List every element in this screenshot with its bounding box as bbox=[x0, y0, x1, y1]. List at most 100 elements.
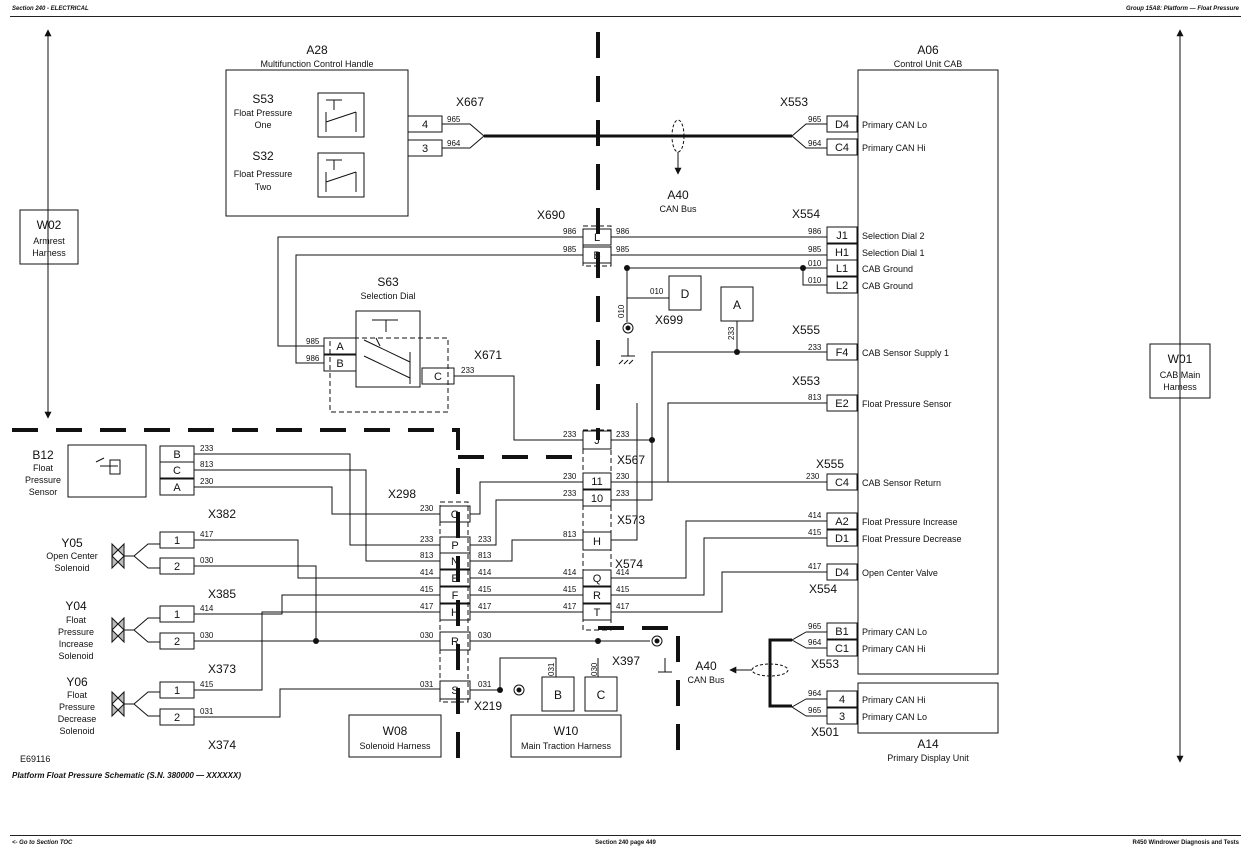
wire-233-b12: 233 bbox=[200, 444, 214, 453]
s53-ref: S53 bbox=[252, 92, 274, 106]
signal-cab-ground-1: CAB Ground bbox=[862, 264, 913, 274]
ref-b-label: B bbox=[554, 688, 562, 702]
wire-230-o: 230 bbox=[420, 504, 434, 513]
wire-813-b12: 813 bbox=[200, 460, 214, 469]
wire-964-x667: 964 bbox=[447, 139, 461, 148]
s32-desc2: Two bbox=[255, 182, 272, 192]
connector-x501: X501 bbox=[811, 725, 839, 739]
ref-c-label: C bbox=[597, 688, 606, 702]
s32-switch-symbol bbox=[325, 159, 357, 192]
wire-414-a2: 414 bbox=[808, 511, 822, 520]
signal-cab-ground-2: CAB Ground bbox=[862, 281, 913, 291]
x567-dashed-outline bbox=[582, 429, 612, 631]
pin-x574-q: Q bbox=[593, 573, 602, 585]
connector-x667: X667 bbox=[456, 95, 484, 109]
pin-x298-o: O bbox=[451, 509, 460, 521]
a40-top-desc: CAN Bus bbox=[659, 204, 697, 214]
wire-230-c4: 230 bbox=[806, 472, 820, 481]
wire-230-11-left: 230 bbox=[563, 472, 577, 481]
wire-414-e-right: 414 bbox=[478, 568, 492, 577]
wire-965-a06: 965 bbox=[808, 115, 822, 124]
pin-a06-l1: L1 bbox=[836, 263, 848, 275]
pin-b12-b: B bbox=[173, 449, 180, 461]
connector-x671: X671 bbox=[474, 348, 502, 362]
wire-230-11-right: 230 bbox=[616, 472, 630, 481]
wire-414-q-right: 414 bbox=[616, 568, 630, 577]
y06-coil-leads bbox=[124, 691, 160, 717]
pin-x667-3: 3 bbox=[422, 143, 428, 155]
y06-desc4: Solenoid bbox=[59, 726, 94, 736]
b12-sensor-symbol bbox=[95, 457, 121, 475]
signal-selection-dial-1: Selection Dial 1 bbox=[862, 248, 925, 258]
pin-a14-4: 4 bbox=[839, 694, 845, 706]
wire-986-right: 986 bbox=[616, 227, 630, 236]
s53-switch-box bbox=[317, 92, 365, 138]
signal-float-pressure-sensor: Float Pressure Sensor bbox=[862, 399, 952, 409]
pin-y04-1: 1 bbox=[174, 609, 180, 621]
page-header-section: Section 240 - ELECTRICAL bbox=[12, 6, 89, 12]
a40-top-ref: A40 bbox=[667, 188, 689, 202]
signal-float-pressure-increase: Float Pressure Increase bbox=[862, 517, 958, 527]
wire-965-x667: 965 bbox=[447, 115, 461, 124]
connector-x567: X567 bbox=[617, 453, 645, 467]
connector-x690: X690 bbox=[537, 208, 565, 222]
wire-985-right: 985 bbox=[616, 245, 630, 254]
wire-986-left: 986 bbox=[563, 227, 577, 236]
signal-a14-can-lo: Primary CAN Lo bbox=[862, 712, 927, 722]
pin-a06-f4: F4 bbox=[836, 347, 849, 359]
w01-desc2: Harness bbox=[1163, 382, 1197, 392]
wire-414-y04: 414 bbox=[200, 604, 214, 613]
wire-230-b12: 230 bbox=[200, 477, 214, 486]
b12-desc3: Sensor bbox=[29, 487, 58, 497]
connector-x382: X382 bbox=[208, 507, 236, 521]
wire-233-a: 233 bbox=[727, 326, 736, 340]
wire-010-l1: 010 bbox=[808, 259, 822, 268]
wire-233-j-left: 233 bbox=[563, 430, 577, 439]
signal-primary-can-hi-c1: Primary CAN Hi bbox=[862, 644, 926, 654]
go-to-section-toc-link[interactable]: <- Go to Section TOC bbox=[12, 840, 73, 846]
wire-986-s63: 986 bbox=[306, 354, 320, 363]
ref-b-box bbox=[541, 676, 575, 712]
pin-b12-c: C bbox=[173, 465, 181, 477]
pin-x667-4: 4 bbox=[422, 119, 428, 131]
w02-desc1: Armrest bbox=[33, 236, 65, 246]
connector-x554-a: X554 bbox=[792, 207, 820, 221]
pin-a06-c1: C1 bbox=[835, 643, 849, 655]
pin-x567-11: 11 bbox=[591, 476, 602, 488]
wire-986-a06: 986 bbox=[808, 227, 822, 236]
wire-415-f-right: 415 bbox=[478, 585, 492, 594]
pin-a06-a2: A2 bbox=[835, 516, 848, 528]
connector-x555-a: X555 bbox=[792, 323, 820, 337]
wire-813-e2: 813 bbox=[808, 393, 822, 402]
ref-c-box bbox=[584, 676, 618, 712]
pin-a06-e2: E2 bbox=[835, 398, 848, 410]
wire-233-s63: 233 bbox=[461, 366, 475, 375]
pin-a06-c4: C4 bbox=[835, 142, 849, 154]
w01-box bbox=[1149, 343, 1211, 399]
a40-bot-ref: A40 bbox=[695, 659, 717, 673]
s32-ref: S32 bbox=[252, 149, 274, 163]
connector-x574: X574 bbox=[615, 557, 643, 571]
wire-030-r-right: 030 bbox=[478, 631, 492, 640]
s53-desc1: Float Pressure bbox=[234, 108, 293, 118]
y04-ref: Y04 bbox=[65, 599, 87, 613]
s63-ref: S63 bbox=[377, 275, 399, 289]
s63-desc: Selection Dial bbox=[360, 291, 415, 301]
b12-desc1: Float bbox=[33, 463, 54, 473]
w02-desc2: Harness bbox=[32, 248, 66, 258]
wire-030-c: 030 bbox=[590, 662, 599, 676]
pin-x298-f: F bbox=[452, 590, 459, 602]
pin-x567-10: 10 bbox=[591, 493, 603, 505]
signal-cab-sensor-return: CAB Sensor Return bbox=[862, 478, 941, 488]
pin-a06-l2: L2 bbox=[836, 280, 848, 292]
wire-964-a14: 964 bbox=[808, 689, 822, 698]
pin-a06-d4-valve: D4 bbox=[835, 567, 849, 579]
pin-x298-e: E bbox=[451, 573, 458, 585]
pin-x574-t: T bbox=[594, 607, 601, 619]
x690-dashed-outline bbox=[582, 225, 612, 267]
ref-a-label: A bbox=[733, 298, 741, 312]
wire-415-y06: 415 bbox=[200, 680, 214, 689]
connector-x573: X573 bbox=[617, 513, 645, 527]
wire-417-h: 417 bbox=[420, 602, 434, 611]
